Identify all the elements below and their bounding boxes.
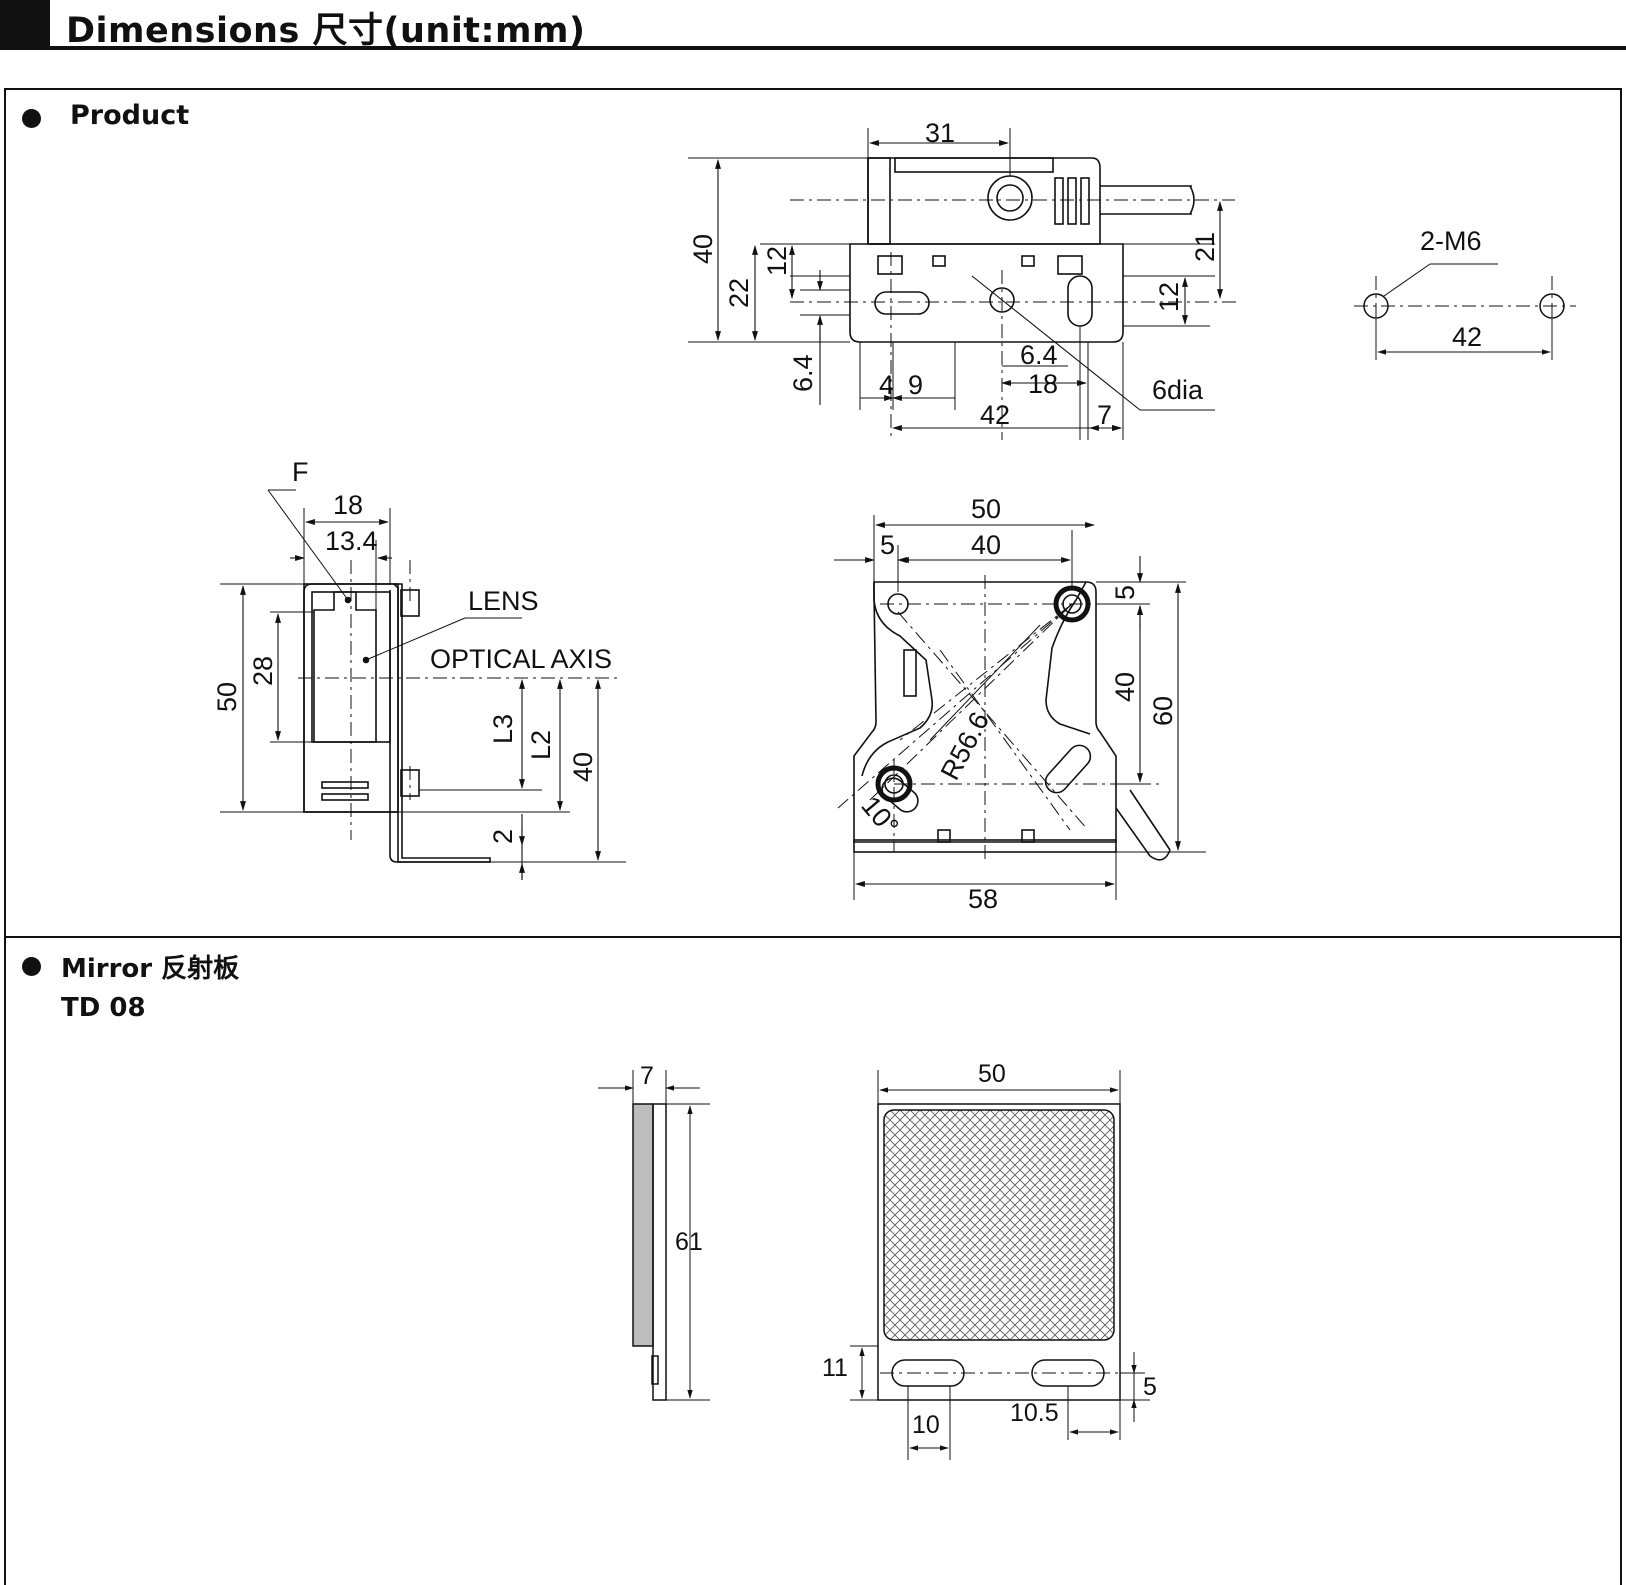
side-body-outline — [303, 583, 491, 863]
dim-front-5-vertical: 5 — [1110, 585, 1140, 600]
mount-holes-label: 2-M6 — [1420, 226, 1482, 256]
page-title: Dimensions 尺寸(unit:mm) — [66, 11, 586, 51]
dim-front-40-vertical: 40 — [1110, 672, 1140, 702]
dim-front-5-horizontal: 5 — [880, 530, 895, 560]
housing-lens-face — [867, 157, 891, 245]
dim-front-60: 60 — [1148, 696, 1178, 726]
dim-side-18: 18 — [333, 490, 363, 520]
mirror-front-view-labels: 50 11 5 10 10.5 — [822, 1060, 1157, 1439]
product-top-view-labels: 31 40 22 12 21 12 6.4 6.4 4 9 18 42 7 6d… — [688, 118, 1220, 430]
lens-window — [313, 591, 377, 743]
tab-left — [932, 255, 946, 267]
mirror-frame — [877, 1103, 1121, 1401]
dim-18: 18 — [1028, 369, 1058, 399]
dim-6-4-vertical: 6.4 — [788, 354, 818, 392]
dim-l3: L3 — [488, 714, 518, 744]
front-tab-right — [1021, 829, 1035, 843]
dim-mirror-5: 5 — [1143, 1373, 1157, 1401]
sensor-housing — [867, 157, 1101, 245]
product-front-view-labels: 50 5 40 5 40 60 R56.6 10° 58 — [855, 494, 1178, 914]
dim-side-28: 28 — [248, 656, 278, 686]
dim-mirror-61: 61 — [675, 1228, 703, 1256]
dim-mirror-50: 50 — [978, 1060, 1006, 1088]
dim-22: 22 — [724, 278, 754, 308]
dim-6-4-horizontal: 6.4 — [1020, 340, 1058, 370]
mount-holes-spacing: 42 — [1452, 322, 1482, 352]
front-indicator — [903, 649, 917, 697]
adjust-knob-outer — [987, 175, 1033, 221]
dim-42: 42 — [980, 400, 1010, 430]
screw-left — [877, 255, 903, 275]
dim-12-left: 12 — [762, 246, 792, 276]
front-slot-left — [881, 777, 919, 813]
dim-radius: R56.6 — [935, 707, 995, 785]
label-optical-axis: OPTICAL AXIS — [430, 644, 612, 674]
hole-callout-6dia: 6dia — [1152, 375, 1204, 405]
dim-side-2: 2 — [488, 829, 518, 844]
mounting-bracket — [849, 243, 1124, 343]
product-bullet — [22, 109, 41, 128]
housing-top-band — [894, 157, 1054, 173]
mirror-model-label: TD 08 — [61, 993, 146, 1023]
product-section-label: Product — [70, 100, 190, 131]
indicator-grille — [1054, 177, 1090, 225]
tab-right — [1021, 255, 1035, 267]
dim-9: 9 — [908, 370, 923, 400]
mirror-base-edge — [652, 1103, 667, 1401]
dim-4: 4 — [879, 370, 894, 400]
dim-mirror-7: 7 — [640, 1062, 654, 1090]
product-side-view — [220, 489, 626, 880]
mirror-bullet — [22, 957, 41, 976]
dim-side-13-4: 13.4 — [325, 526, 378, 556]
side-slot-2 — [321, 793, 369, 801]
dim-front-50: 50 — [971, 494, 1001, 524]
adjust-knob-inner — [996, 184, 1024, 212]
label-f: F — [292, 457, 309, 487]
dim-front-58: 58 — [968, 884, 998, 914]
mirror-reflector-edge — [632, 1103, 654, 1347]
dim-front-40-horizontal: 40 — [971, 530, 1001, 560]
product-side-view-labels: F 18 13.4 LENS OPTICAL AXIS 50 28 L3 L2 … — [212, 457, 612, 844]
dim-21: 21 — [1190, 232, 1220, 262]
front-contour-right — [1045, 581, 1091, 735]
header-marker — [0, 0, 50, 50]
bracket-slot-right — [1067, 275, 1093, 327]
mirror-reflector-surface — [883, 1109, 1115, 1341]
header-rule — [50, 46, 1626, 50]
mirror-panel — [4, 936, 1622, 1585]
product-front-view — [834, 515, 1206, 900]
dim-side-50: 50 — [212, 682, 242, 712]
bracket-slot-left — [874, 291, 930, 315]
front-contour-left — [861, 582, 934, 777]
dim-7: 7 — [1097, 400, 1112, 430]
header-bar: Dimensions 尺寸(unit:mm) — [0, 0, 1626, 51]
dim-mirror-11: 11 — [822, 1354, 848, 1382]
dim-12-right: 12 — [1154, 282, 1184, 312]
cable-end — [1189, 185, 1195, 215]
label-lens: LENS — [468, 586, 539, 616]
dim-mirror-10-5: 10.5 — [1010, 1399, 1059, 1427]
dim-side-40: 40 — [568, 752, 598, 782]
mirror-side-view — [598, 1070, 710, 1401]
dim-l2: L2 — [526, 730, 556, 760]
dim-mirror-10: 10 — [912, 1411, 940, 1439]
cable — [1100, 185, 1192, 215]
product-top-view — [688, 128, 1240, 440]
front-arc-slot — [1044, 744, 1092, 794]
dim-31: 31 — [925, 118, 955, 148]
side-slot-1 — [321, 781, 369, 789]
mirror-clip — [651, 1355, 659, 1385]
bracket-hole — [989, 287, 1015, 313]
front-tab-left — [937, 829, 951, 843]
screw-right — [1057, 255, 1083, 275]
mount-holes-view — [1354, 263, 1576, 360]
mirror-section-label: Mirror 反射板 — [61, 954, 240, 984]
mirror-front-view — [850, 1070, 1150, 1460]
dim-40-height: 40 — [688, 234, 718, 264]
front-cable — [1115, 789, 1171, 861]
